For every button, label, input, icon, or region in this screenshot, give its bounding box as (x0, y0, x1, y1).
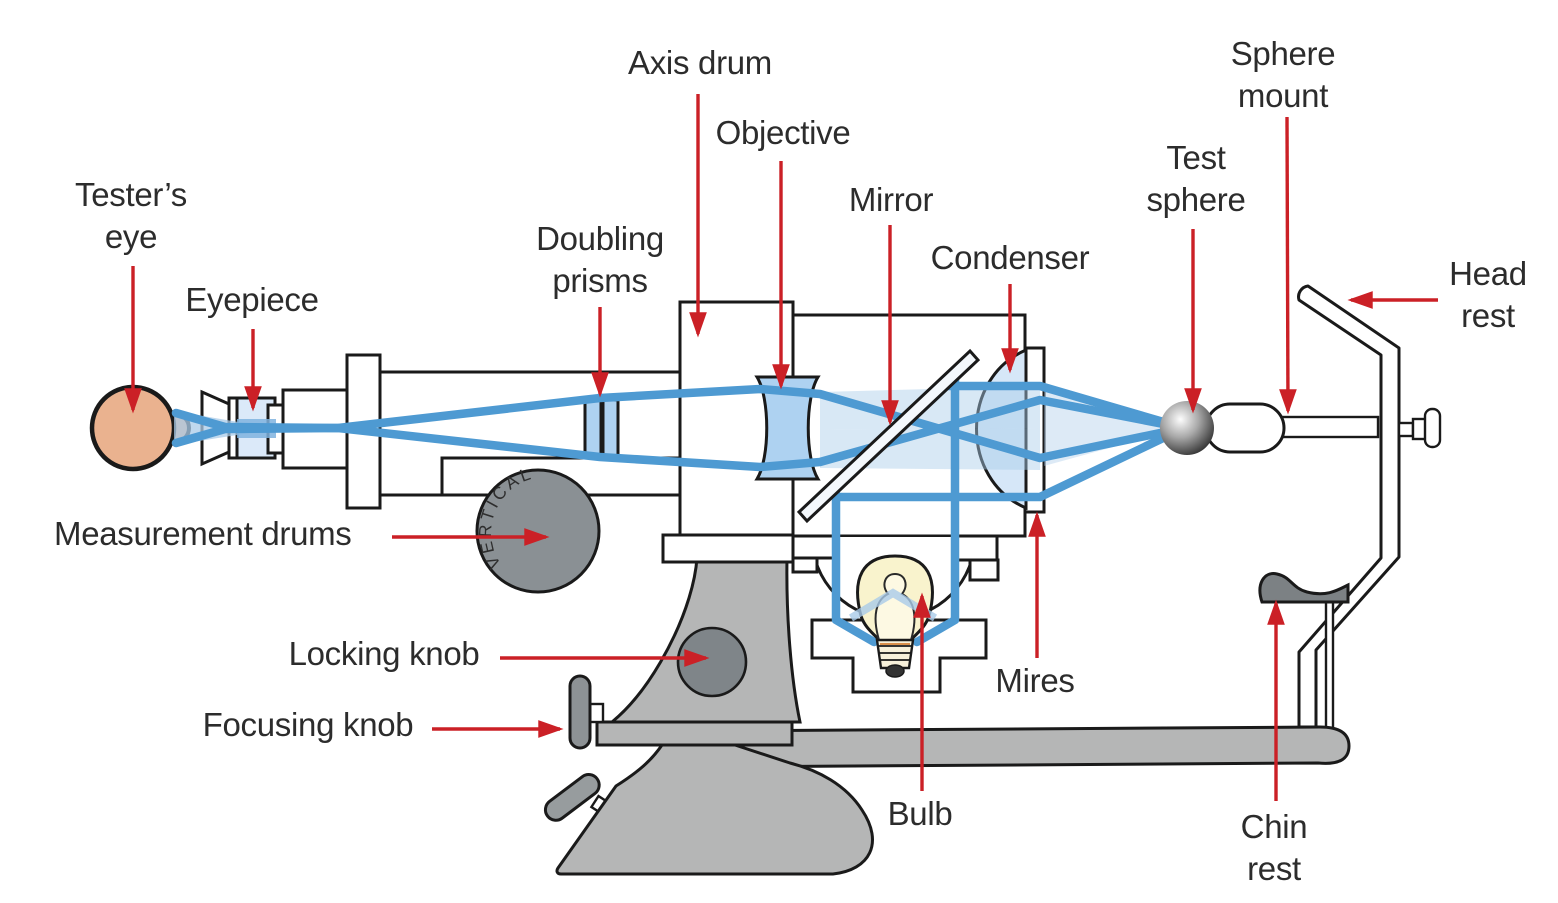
label-focusing-knob: Focusing knob (202, 706, 414, 743)
base-arm (698, 725, 1351, 769)
callout-arrows (124, 94, 1438, 801)
label-mires: Mires (995, 662, 1075, 699)
label-measurement-drums: Measurement drums (54, 515, 352, 552)
chin-rest-post (1324, 598, 1335, 730)
lamp-channel-right (912, 372, 960, 647)
head-rest-frame (1297, 284, 1401, 729)
focusing-knob (568, 674, 592, 750)
bulb (848, 554, 938, 678)
label-condenser: Condenser (930, 239, 1090, 276)
base-foot (555, 743, 874, 876)
mount-rod (1280, 415, 1380, 439)
viewing-ray-lower (171, 395, 1189, 472)
mirror (796, 348, 981, 524)
doubling-prism-left (583, 398, 603, 460)
drum-collar (661, 533, 804, 564)
locking-knob (676, 626, 748, 698)
illumination-ray-lower (831, 423, 1189, 502)
label-bulb: Bulb (887, 795, 953, 832)
label-mirror: Mirror (848, 181, 934, 218)
chamber-step-right (951, 534, 999, 562)
chin-rest-pad (1258, 572, 1350, 604)
arrow-sphere-mount (1279, 116, 1297, 415)
illumination-ray-upper (936, 381, 1189, 433)
sphere-mount-group (1160, 401, 1380, 455)
label-objective: Objective (715, 114, 851, 151)
sphere-mount (1204, 402, 1286, 454)
label-locking-knob: Locking knob (288, 635, 480, 672)
objective-lens (754, 375, 821, 481)
tilt-knob (543, 773, 601, 822)
pedestal-shoulder (595, 720, 794, 747)
test-sphere (1160, 401, 1214, 455)
light-rays (171, 372, 1189, 647)
instrument-base (543, 556, 1351, 876)
doubling-prism-right (601, 398, 620, 460)
label-axis-drum: Axis drum (628, 44, 772, 81)
chamber-step-left (791, 534, 837, 560)
label-eyepiece: Eyepiece (185, 281, 319, 318)
lamp-channel-left (831, 489, 879, 647)
headrest-screw-knob (1397, 407, 1442, 449)
